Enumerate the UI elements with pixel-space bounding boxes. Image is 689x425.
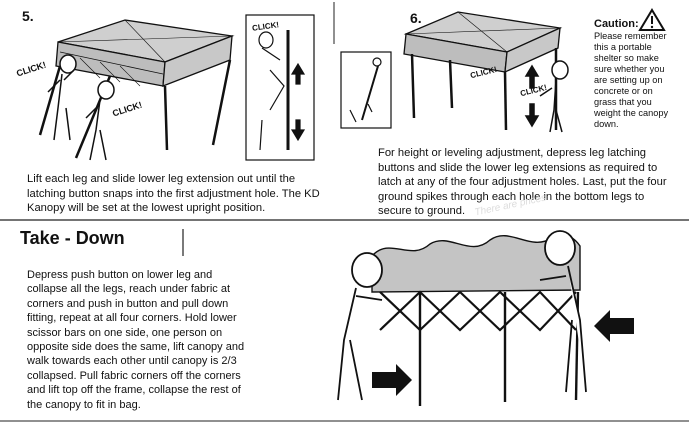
text-line: this a portable xyxy=(594,42,652,52)
step-6-instructions: For height or leveling adjustment, depre… xyxy=(378,146,667,219)
text-line: latching button snaps into the first adj… xyxy=(27,187,320,200)
text-line: For height or leveling adjustment, depre… xyxy=(378,147,647,159)
takedown-people xyxy=(337,230,587,401)
text-line: walk towards each other until canopy is … xyxy=(27,355,237,368)
text-line: corners and push in button and pull down xyxy=(27,297,229,310)
text-line: down. xyxy=(594,119,619,129)
text-line: are setting up on xyxy=(594,75,663,85)
takedown-instructions: Depress push button on lower leg and col… xyxy=(27,268,244,412)
text-line: fitting, repeat at all four corners. Hol… xyxy=(27,312,237,325)
caution-text: Please remember this a portable shelter … xyxy=(594,31,668,130)
step-6-number: 6. xyxy=(410,10,422,26)
text-line: the canopy to fit in bag. xyxy=(27,398,141,411)
step-5-instructions: Lift each leg and slide lower leg extens… xyxy=(27,172,320,216)
text-line: collapsed. Pull fabric corners off the c… xyxy=(27,369,241,382)
section-title: Take - Down xyxy=(20,228,125,248)
text-line: opposite side does the same, lift canopy… xyxy=(27,341,245,354)
step6-canopy-illustration xyxy=(403,11,563,131)
text-line: Depress push button on lower leg and xyxy=(27,269,213,281)
text-line: ground spikes through each hole in the b… xyxy=(378,190,645,203)
step5-inset xyxy=(245,14,315,161)
step6-inset xyxy=(340,51,392,129)
caution-title: Caution: xyxy=(594,18,639,30)
text-line: grass that you xyxy=(594,97,652,107)
text-line: sure whether you xyxy=(594,64,665,74)
text-line: latch at any of the four adjustment hole… xyxy=(378,176,667,189)
text-line: secure to ground. xyxy=(378,205,466,218)
text-line: weight the canopy xyxy=(594,108,669,118)
text-line: collapse all the legs, reach under fabri… xyxy=(27,283,231,296)
step-5-number: 5. xyxy=(22,8,34,24)
step6-person xyxy=(524,60,569,133)
text-line: Please remember xyxy=(594,31,667,41)
step5-people xyxy=(47,54,115,161)
warning-triangle-icon xyxy=(638,8,666,31)
takedown-arrows xyxy=(372,310,634,396)
text-line: buttons and slide the lower leg extensio… xyxy=(378,161,658,174)
text-line: scissor bars on one side, one person on xyxy=(27,326,223,339)
text-line: and lift top off the frame, collapse the… xyxy=(27,384,241,397)
step5-canopy-illustration xyxy=(38,19,235,159)
text-line: concrete or on xyxy=(594,86,653,96)
text-line: shelter so make xyxy=(594,53,659,63)
text-line: Kanopy will be set at the lowest upright… xyxy=(27,202,266,215)
text-line: Lift each leg and slide lower leg extens… xyxy=(27,173,296,185)
